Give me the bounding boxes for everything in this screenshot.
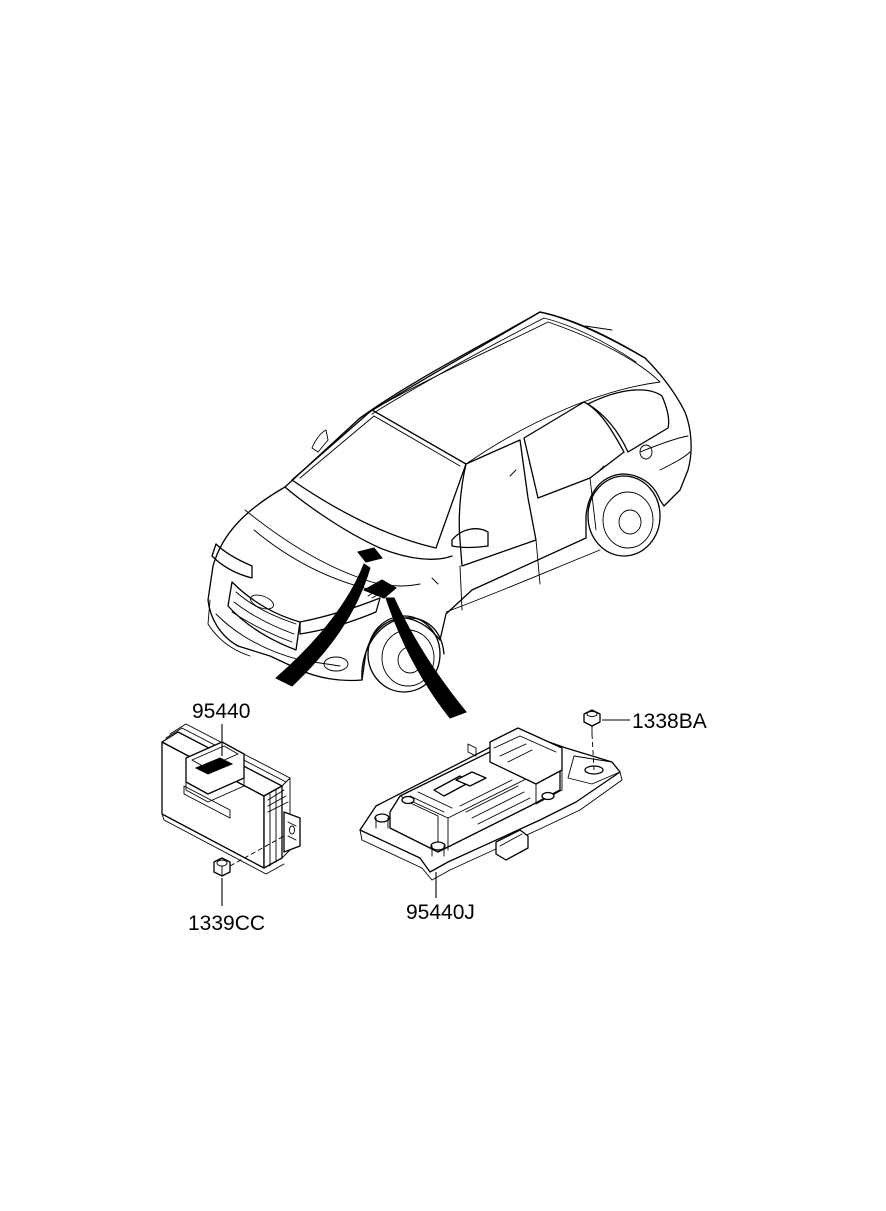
part-label-control-unit: 95440 bbox=[192, 700, 250, 723]
location-pointers bbox=[275, 563, 467, 719]
nut-dashed-guide bbox=[229, 835, 285, 867]
bracket-illustration bbox=[359, 727, 623, 881]
part-label-bracket: 95440J bbox=[406, 901, 475, 924]
nut-illustration bbox=[213, 857, 231, 877]
bolt-dashed-guide bbox=[591, 733, 595, 771]
part-label-nut: 1339CC bbox=[188, 912, 265, 935]
bolt-illustration bbox=[583, 709, 601, 735]
part-label-bolt: 1338BA bbox=[632, 710, 707, 733]
vehicle-illustration bbox=[207, 311, 692, 693]
control-unit-illustration bbox=[161, 723, 301, 875]
